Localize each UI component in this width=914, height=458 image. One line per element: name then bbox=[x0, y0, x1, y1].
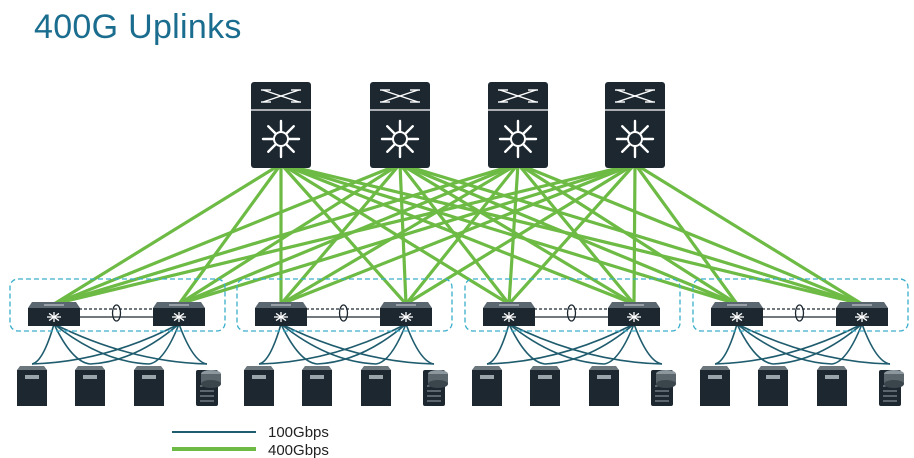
downlink-100g bbox=[258, 323, 282, 365]
port-channel-icon bbox=[111, 304, 122, 322]
pod-outline bbox=[236, 278, 453, 332]
downlink-100g bbox=[405, 323, 435, 365]
server-icon bbox=[700, 366, 730, 406]
downlink-100g bbox=[178, 323, 208, 365]
downlink-100g bbox=[633, 323, 663, 365]
uplink-400g bbox=[404, 162, 637, 306]
downlink-100g bbox=[53, 323, 208, 365]
downlink-100g bbox=[736, 323, 891, 365]
leaf-switches bbox=[28, 302, 888, 326]
storage-icon bbox=[651, 370, 676, 406]
uplink-400g bbox=[279, 162, 520, 306]
server-icon bbox=[17, 366, 47, 406]
pod-outline bbox=[9, 278, 226, 332]
uplink-400g bbox=[633, 162, 739, 306]
leaf-switch bbox=[836, 302, 888, 326]
spine-switch bbox=[370, 82, 430, 168]
uplink-400g bbox=[52, 162, 402, 306]
uplink-400g bbox=[398, 162, 739, 306]
port-channel-icon bbox=[566, 304, 577, 322]
uplink-400g bbox=[279, 162, 739, 306]
legend: 100Gbps 400Gbps bbox=[172, 424, 329, 458]
downlink-100g bbox=[148, 323, 180, 365]
leaf-switch bbox=[153, 302, 205, 326]
leaf-switch bbox=[483, 302, 535, 326]
server-icon bbox=[302, 366, 332, 406]
server-icon bbox=[472, 366, 502, 406]
leaf-switch bbox=[711, 302, 763, 326]
servers bbox=[17, 366, 904, 406]
server-icon bbox=[589, 366, 619, 406]
storage-icon bbox=[879, 370, 904, 406]
uplink-400g bbox=[279, 162, 637, 306]
downlink-100g bbox=[831, 323, 863, 365]
spine-switch bbox=[605, 82, 665, 168]
downlink-100g bbox=[486, 323, 510, 365]
uplink-400g bbox=[52, 162, 283, 306]
server-icon bbox=[758, 366, 788, 406]
downlink-100g bbox=[31, 323, 55, 365]
server-icon bbox=[134, 366, 164, 406]
spine-switches bbox=[251, 82, 665, 168]
port-channel-icon bbox=[338, 304, 349, 322]
uplink-400g bbox=[177, 162, 637, 306]
server-icon bbox=[75, 366, 105, 406]
downlink-100g bbox=[375, 323, 407, 365]
downlinks-100g bbox=[31, 304, 891, 365]
page-title: 400G Uplinks bbox=[34, 8, 242, 46]
uplink-400g bbox=[632, 162, 637, 306]
uplink-400g bbox=[507, 162, 637, 306]
uplink-400g bbox=[52, 162, 637, 306]
uplink-400g bbox=[52, 162, 520, 306]
downlink-100g bbox=[280, 323, 318, 365]
pod-outline bbox=[692, 278, 909, 332]
spine-switch bbox=[251, 82, 311, 168]
uplinks-400g bbox=[52, 162, 864, 306]
downlink-100g bbox=[714, 323, 738, 365]
port-channel-icon bbox=[794, 304, 805, 322]
downlink-100g bbox=[508, 323, 663, 365]
server-icon bbox=[530, 366, 560, 406]
pod-outline bbox=[464, 278, 681, 332]
downlink-100g bbox=[486, 323, 635, 365]
leaf-switch bbox=[255, 302, 307, 326]
uplink-400g bbox=[507, 162, 520, 306]
pod-outlines bbox=[9, 278, 909, 332]
downlink-100g bbox=[53, 323, 91, 365]
spine-switch bbox=[488, 82, 548, 168]
server-icon bbox=[817, 366, 847, 406]
downlink-100g bbox=[736, 323, 774, 365]
downlink-100g bbox=[714, 323, 863, 365]
storage-icon bbox=[423, 370, 448, 406]
storage-icon bbox=[196, 370, 221, 406]
downlink-100g bbox=[258, 323, 407, 365]
downlink-100g bbox=[508, 323, 546, 365]
leaf-switch bbox=[28, 302, 80, 326]
legend-label-100g: 100Gbps bbox=[268, 424, 329, 441]
uplink-400g bbox=[279, 162, 511, 306]
legend-label-400g: 400Gbps bbox=[268, 442, 329, 458]
uplink-400g bbox=[633, 162, 864, 306]
downlink-100g bbox=[280, 323, 435, 365]
leaf-switch bbox=[608, 302, 660, 326]
downlink-100g bbox=[861, 323, 891, 365]
downlink-100g bbox=[603, 323, 635, 365]
server-icon bbox=[244, 366, 274, 406]
server-icon bbox=[361, 366, 391, 406]
downlink-100g bbox=[31, 323, 180, 365]
leaf-switch bbox=[380, 302, 432, 326]
